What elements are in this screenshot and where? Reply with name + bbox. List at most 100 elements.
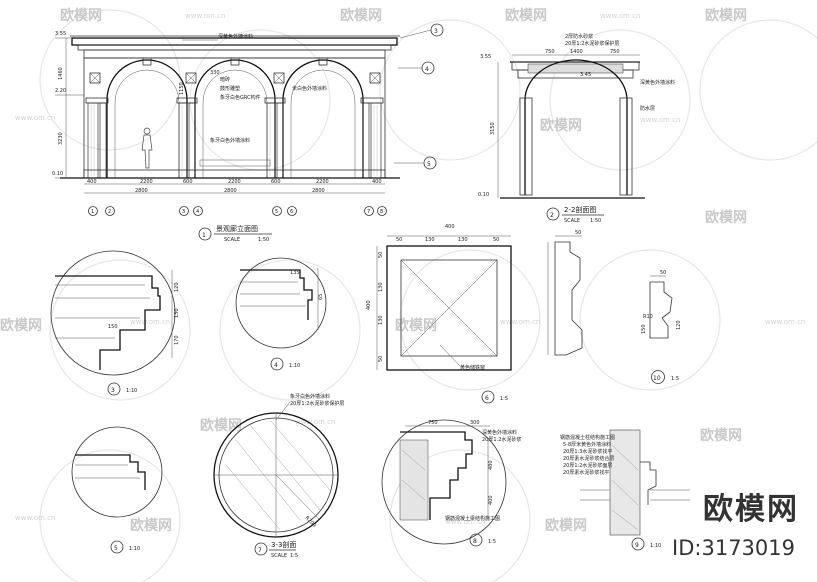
svg-text:5: 5 [427,161,431,168]
svg-text:20厚1:3水泥砂浆找平: 20厚1:3水泥砂浆找平 [563,448,612,455]
svg-text:黄色储铁窗: 黄色储铁窗 [460,364,485,371]
svg-text:20厚1:2水泥砂浆: 20厚1:2水泥砂浆 [482,436,521,443]
svg-text:20厚1:2水泥砂浆面层: 20厚1:2水泥砂浆面层 [563,462,612,469]
svg-text:2-2剖面图: 2-2剖面图 [564,205,596,214]
svg-text:SCALE: SCALE [224,237,240,243]
svg-text:1: 1 [91,209,94,215]
svg-text:0.10: 0.10 [52,171,63,177]
svg-text:2200: 2200 [228,179,241,185]
svg-text:www.om.cn: www.om.cn [640,116,680,124]
svg-text:景观廊立面图: 景观廊立面图 [216,224,258,233]
svg-text:象牙白色GRC构件: 象牙白色GRC构件 [220,94,261,101]
svg-text:150: 150 [108,324,118,330]
svg-text:400: 400 [372,179,382,185]
svg-text:120: 120 [174,282,180,292]
svg-text:欧模网: 欧模网 [705,209,747,226]
svg-text:3.45: 3.45 [580,72,591,78]
svg-text:欧模网: 欧模网 [395,317,437,334]
svg-text:2: 2 [550,212,554,219]
svg-text:7: 7 [258,547,262,554]
svg-text:www.om.cn: www.om.cn [765,318,805,326]
svg-text:欧模网: 欧模网 [0,317,42,334]
svg-text:3.55: 3.55 [55,31,66,37]
svg-text:1:10: 1:10 [289,363,300,369]
svg-text:1: 1 [202,232,206,239]
svg-text:欧模网: 欧模网 [505,7,547,24]
svg-text:1460: 1460 [58,67,64,80]
elevation-title: 1 景观廊立面图 SCALE 1:50 [198,224,272,243]
svg-text:1:10: 1:10 [650,543,661,549]
elevation-notes: 深黄色外墙涂料 暗砖 鼓形雕塑 象牙白色GRC构件 米白色外墙涂料 象牙白色外墙… [182,33,327,144]
svg-text:2200: 2200 [316,179,329,185]
svg-text:20厚素水泥砂浆结合层: 20厚素水泥砂浆结合层 [563,455,614,462]
detail-9: 钢筋混凝土柱结构施工图 5-8厚米黄色外墙涂料 20厚1:3水泥砂浆找平 20厚… [560,429,690,551]
human-figure [141,127,153,169]
svg-text:3.55: 3.55 [480,54,491,60]
svg-text:330: 330 [210,70,220,76]
svg-text:400: 400 [366,300,372,310]
svg-text:欧模网: 欧模网 [705,7,747,24]
svg-text:50: 50 [493,237,499,243]
svg-text:130: 130 [378,315,384,325]
svg-text:20厚1:2水泥砂浆保护层: 20厚1:2水泥砂浆保护层 [290,400,344,407]
svg-text:1:5: 1:5 [500,396,508,402]
svg-text:4: 4 [425,66,429,73]
svg-text:3150: 3150 [490,122,496,135]
svg-text:3230: 3230 [58,132,64,145]
svg-text:1:10: 1:10 [126,388,137,394]
svg-text:1400: 1400 [570,49,583,55]
svg-text:3: 3 [111,387,115,394]
svg-text:R10: R10 [643,314,653,320]
svg-text:www.om.cn: www.om.cn [600,12,640,20]
axis-bubbles: 1 2 3 4 5 6 7 8 [88,206,387,216]
watermark-pattern [39,9,817,582]
section-2-2: 750 1400 750 3.55 3.45 0.10 3150 深黄色外墙涂料… [478,33,675,224]
svg-text:1:5: 1:5 [290,553,298,559]
svg-text:暗砖: 暗砖 [220,76,230,83]
svg-text:6: 6 [290,209,293,215]
model-id-label: ID:3173019 [672,536,795,560]
svg-text:SCALE: SCALE [564,218,580,224]
svg-text:8: 8 [380,209,383,215]
svg-text:5: 5 [114,545,118,552]
svg-text:www.om.cn: www.om.cn [15,514,55,522]
svg-text:SCALE: SCALE [271,553,287,559]
svg-text:2厚防水砂浆: 2厚防水砂浆 [565,33,593,40]
svg-text:2: 2 [108,209,111,215]
svg-text:欧模网: 欧模网 [700,427,742,444]
svg-text:www.om.cn: www.om.cn [15,114,55,122]
svg-text:8: 8 [473,538,477,545]
brand-logo-text: 欧模网 [703,492,799,527]
svg-text:欧模网: 欧模网 [540,117,582,134]
svg-text:400: 400 [445,224,455,230]
svg-text:135: 135 [290,270,300,276]
molding-profile: 50 [547,230,583,356]
svg-text:4: 4 [274,362,278,369]
svg-text:1:50: 1:50 [590,218,601,224]
svg-text:20厚素水泥砂浆找平: 20厚素水泥砂浆找平 [563,469,609,476]
level-marks: 3.55 2.20 0.10 [52,31,84,179]
svg-text:10: 10 [653,375,661,382]
svg-text:7: 7 [367,209,370,215]
svg-text:600: 600 [271,179,281,185]
svg-text:600: 600 [183,179,193,185]
elevation-detail-markers: 3 4 5 [394,23,444,170]
svg-text:深黄色外墙涂料: 深黄色外墙涂料 [218,33,253,40]
svg-text:750: 750 [610,49,620,55]
svg-text:米白色外墙涂料: 米白色外墙涂料 [292,85,327,92]
svg-text:0.10: 0.10 [478,192,489,198]
svg-text:深黄色外墙涂料: 深黄色外墙涂料 [640,79,675,86]
svg-text:130: 130 [174,308,180,318]
svg-text:欧模网: 欧模网 [545,517,587,534]
svg-text:5: 5 [275,209,278,215]
svg-text:3: 3 [434,28,438,35]
elevation-bottom-dims: 400 2200 600 2200 600 2200 400 2800 2800… [84,179,385,194]
svg-text:9: 9 [635,542,639,549]
svg-text:www.om.cn: www.om.cn [295,418,335,426]
svg-text:欧模网: 欧模网 [130,517,172,534]
svg-text:欧模网: 欧模网 [60,7,102,24]
svg-text:5-8厚米黄色外墙涂料: 5-8厚米黄色外墙涂料 [563,441,611,448]
svg-text:120: 120 [676,320,682,330]
svg-text:750: 750 [428,420,438,426]
